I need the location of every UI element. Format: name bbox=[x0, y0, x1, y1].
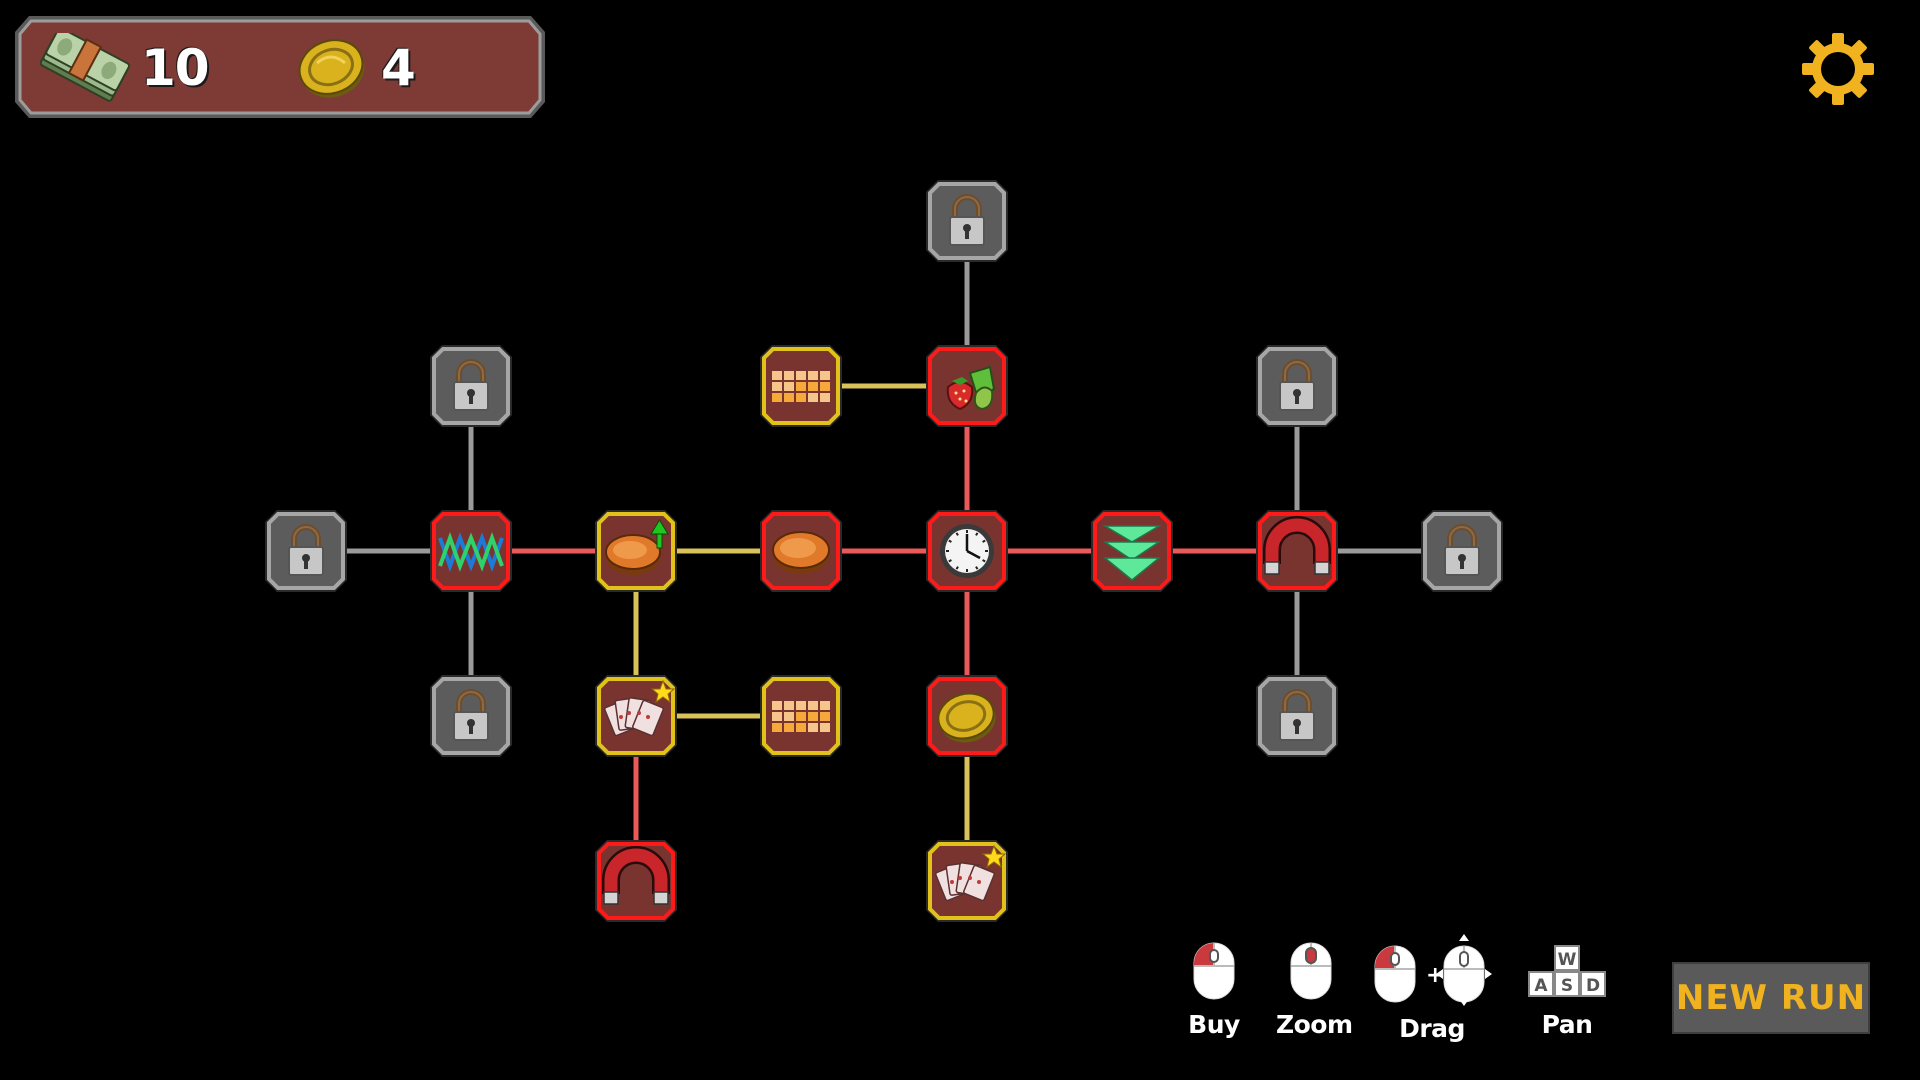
lock-icon bbox=[1444, 524, 1480, 576]
mouse-left-click-icon bbox=[1193, 942, 1235, 1000]
key-a: A bbox=[1534, 976, 1548, 996]
control-pan: W A S D Pan bbox=[1524, 940, 1610, 1039]
coin-value: 4 bbox=[381, 39, 416, 97]
control-zoom-label: Zoom bbox=[1276, 1010, 1353, 1039]
tree-node-magnet-right[interactable] bbox=[1254, 508, 1340, 594]
new-run-label: NEW RUN bbox=[1675, 978, 1867, 1018]
gold-coin-icon bbox=[298, 39, 365, 98]
tree-node-grid-upper[interactable] bbox=[758, 343, 844, 429]
tree-node-coin[interactable] bbox=[924, 673, 1010, 759]
cards-star-icon bbox=[935, 844, 1007, 902]
magnet-icon bbox=[602, 846, 670, 905]
control-drag-label: Drag bbox=[1399, 1014, 1465, 1043]
tree-node-lock-upper-right[interactable] bbox=[1254, 343, 1340, 429]
resource-panel-bg bbox=[15, 16, 545, 118]
key-w: W bbox=[1558, 950, 1577, 970]
lock-icon bbox=[453, 359, 489, 411]
grid-icon bbox=[772, 371, 830, 402]
tree-node-lock-far-right[interactable] bbox=[1419, 508, 1505, 594]
tree-node-lock-upper-left[interactable] bbox=[428, 343, 514, 429]
tree-node-zigzag[interactable] bbox=[428, 508, 514, 594]
cash-stack-icon bbox=[39, 33, 130, 102]
resource-panel: 10 4 bbox=[13, 14, 547, 120]
wasd-keys-icon: W A S D bbox=[1528, 945, 1606, 997]
control-pan-label: Pan bbox=[1541, 1010, 1593, 1039]
chip-upgrade-icon bbox=[605, 519, 669, 575]
lock-icon bbox=[453, 689, 489, 741]
zigzag-icon bbox=[438, 532, 504, 572]
new-run-button[interactable]: NEW RUN bbox=[1672, 962, 1870, 1034]
tree-node-clock[interactable] bbox=[924, 508, 1010, 594]
key-d: D bbox=[1586, 976, 1600, 996]
tree-node-lock-lower-left[interactable] bbox=[428, 673, 514, 759]
lock-icon bbox=[288, 524, 324, 576]
tree-node-grid-lower[interactable] bbox=[758, 673, 844, 759]
control-buy: Buy bbox=[1186, 940, 1242, 1039]
tree-node-magnet-bottom[interactable] bbox=[593, 838, 679, 924]
triple-arrow-down-icon bbox=[1102, 525, 1162, 581]
mouse-drag-icon: + bbox=[1374, 934, 1492, 1006]
lock-icon bbox=[1279, 689, 1315, 741]
control-zoom: Zoom bbox=[1276, 940, 1353, 1039]
tree-node-chip-upgrade[interactable] bbox=[593, 508, 679, 594]
grid-icon bbox=[772, 701, 830, 732]
gold-coin-icon bbox=[937, 692, 996, 743]
tree-node-top-lock[interactable] bbox=[924, 178, 1010, 264]
key-s: S bbox=[1561, 976, 1573, 996]
tree-node-cards-left[interactable] bbox=[593, 673, 679, 759]
chip-icon bbox=[772, 531, 830, 574]
svg-text:+: + bbox=[1426, 963, 1444, 988]
control-buy-label: Buy bbox=[1188, 1010, 1240, 1039]
control-drag: + Drag bbox=[1372, 934, 1492, 1043]
gear-icon[interactable] bbox=[1801, 32, 1875, 106]
cash-counter: 10 bbox=[35, 33, 210, 102]
cards-star-icon bbox=[604, 679, 676, 737]
mouse-scroll-icon bbox=[1290, 942, 1332, 1000]
tree-node-fruit[interactable] bbox=[924, 343, 1010, 429]
fruit-icon bbox=[946, 365, 996, 411]
lock-icon bbox=[949, 194, 985, 246]
lock-icon bbox=[1279, 359, 1315, 411]
tree-node-arrows[interactable] bbox=[1089, 508, 1175, 594]
cash-value: 10 bbox=[141, 39, 210, 97]
coin-counter: 4 bbox=[295, 38, 416, 98]
tree-node-chip[interactable] bbox=[758, 508, 844, 594]
tree-node-lock-far-left[interactable] bbox=[263, 508, 349, 594]
tree-node-cards-bottom[interactable] bbox=[924, 838, 1010, 924]
tree-node-lock-lower-right[interactable] bbox=[1254, 673, 1340, 759]
magnet-icon bbox=[1263, 516, 1331, 575]
clock-icon bbox=[940, 524, 994, 578]
